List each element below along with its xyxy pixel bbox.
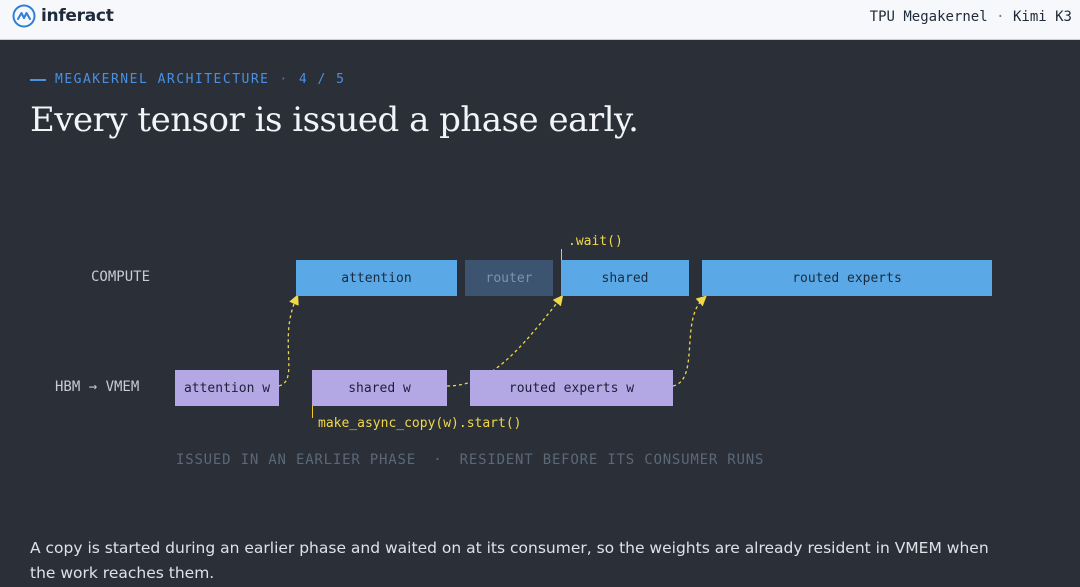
caption-left: ISSUED IN AN EARLIER PHASE xyxy=(176,452,416,468)
eyebrow-page: 4 / 5 xyxy=(298,72,346,87)
diagram-caption: ISSUED IN AN EARLIER PHASE · RESIDENT BE… xyxy=(176,452,764,468)
wait-annotation: .wait() xyxy=(568,234,623,249)
deck-title-sub: Kimi K3 xyxy=(1012,9,1072,25)
top-bar: inferact TPU Megakernel · Kimi K3 xyxy=(0,0,1080,40)
lane-label-compute: COMPUTE xyxy=(91,269,151,285)
copy-block-attention-w: attention w xyxy=(175,370,279,406)
body-paragraph: A copy is started during an earlier phas… xyxy=(30,539,989,582)
compute-block-routed-experts: routed experts xyxy=(702,260,992,296)
copy-block-routed-experts-w: routed experts w xyxy=(470,370,673,406)
compute-block-router: router xyxy=(465,260,553,296)
deck-title: TPU Megakernel · Kimi K3 xyxy=(870,9,1072,25)
logo[interactable]: inferact xyxy=(12,4,114,28)
deck-title-separator: · xyxy=(996,9,1005,25)
section-eyebrow: MEGAKERNEL ARCHITECTURE · 4 / 5 xyxy=(30,72,345,87)
eyebrow-separator: · xyxy=(279,72,289,87)
lane-label-hbm: HBM → VMEM xyxy=(55,379,140,395)
inferact-logo-icon xyxy=(12,4,36,28)
wait-marker xyxy=(561,249,562,260)
eyebrow-label: MEGAKERNEL ARCHITECTURE xyxy=(55,72,270,87)
start-annotation: make_async_copy(w).start() xyxy=(318,416,522,431)
start-marker xyxy=(312,406,313,418)
arrow-shared xyxy=(446,294,564,387)
arrow-routed xyxy=(672,295,707,387)
compute-block-shared: shared xyxy=(561,260,689,296)
arrow-attention xyxy=(278,294,299,387)
caption-right: RESIDENT BEFORE ITS CONSUMER RUNS xyxy=(459,452,765,468)
page-title: Every tensor is issued a phase early. xyxy=(30,100,639,140)
compute-block-attention: attention xyxy=(296,260,457,296)
caption-separator: · xyxy=(433,452,443,468)
logo-text: inferact xyxy=(41,6,114,26)
eyebrow-dash xyxy=(30,78,46,81)
copy-block-shared-w: shared w xyxy=(312,370,447,406)
deck-title-main: TPU Megakernel xyxy=(869,9,988,25)
